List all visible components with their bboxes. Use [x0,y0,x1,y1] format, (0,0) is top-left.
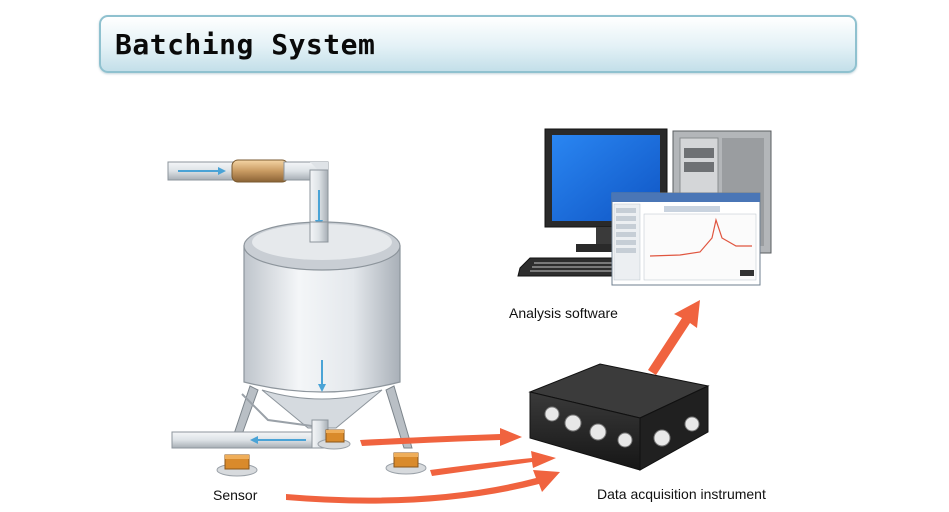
inlet-pipe [167,159,329,239]
data-acquisition-box [528,363,710,471]
arrow-sensor-right [430,451,556,476]
arrow-to-software [648,300,700,375]
sensor-middle [317,429,351,450]
software-window [611,192,761,286]
arrow-sensor-middle [360,428,522,446]
page-title: Batching System [115,28,376,61]
signal-arrows [286,300,700,504]
title-bar: Batching System [99,15,857,73]
tank [231,221,413,449]
label-analysis-software: Analysis software [509,305,618,321]
sensor-right [385,452,427,475]
sensor-left [216,454,258,477]
label-sensor: Sensor [213,487,258,503]
arrow-sensor-left [286,470,560,504]
label-data-acquisition: Data acquisition instrument [597,486,766,502]
flexible-hose [231,159,289,183]
computer [517,128,772,286]
software-curve [649,217,752,257]
